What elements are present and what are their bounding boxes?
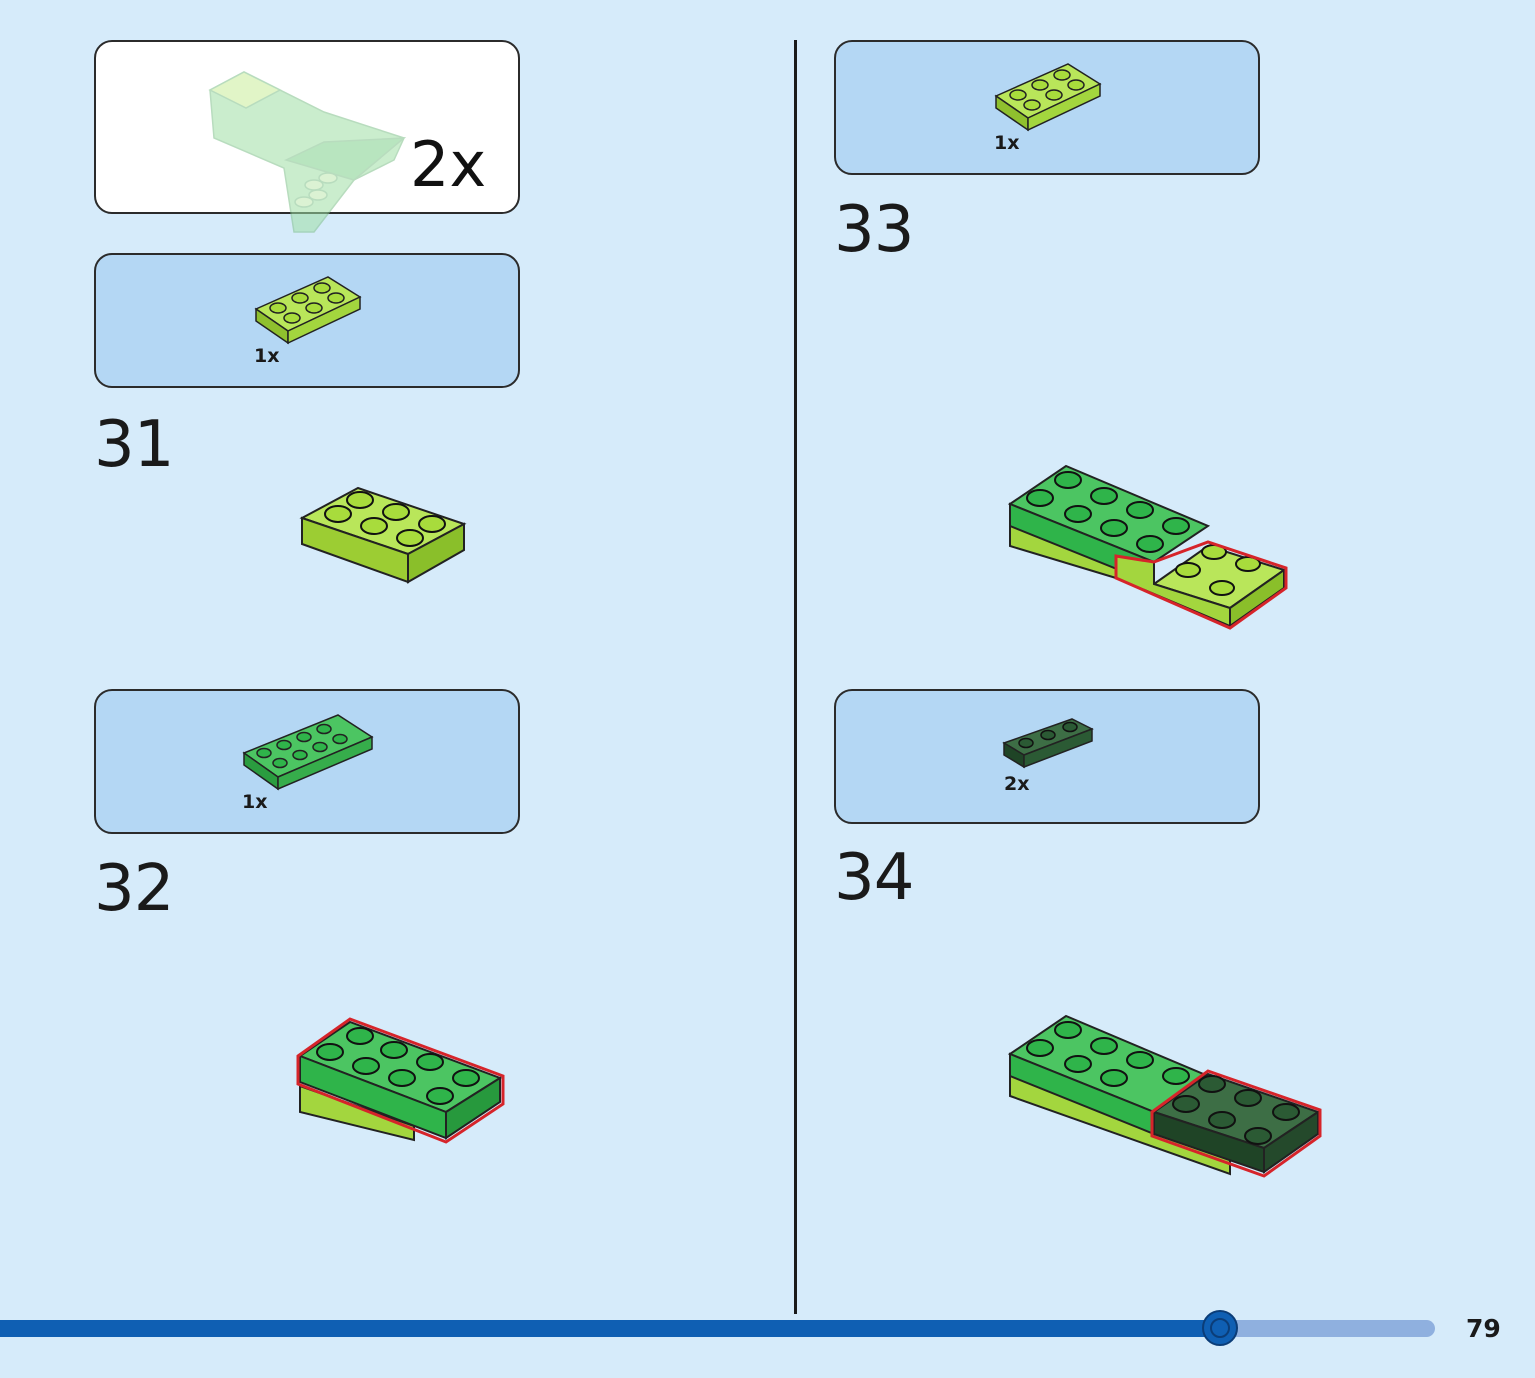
parts-callout-step-31: 1x bbox=[94, 253, 520, 388]
parts-quantity: 1x bbox=[242, 791, 268, 813]
subassembly-multiplier: 2x bbox=[410, 128, 487, 201]
lime-plate-2x3-icon bbox=[994, 63, 1102, 132]
parts-quantity: 1x bbox=[994, 132, 1020, 154]
step-number: 34 bbox=[834, 841, 914, 915]
green-plate-2x4-icon bbox=[242, 714, 374, 791]
step-number: 31 bbox=[94, 408, 174, 482]
progress-fill bbox=[0, 1320, 1220, 1337]
parts-callout-step-33: 1x bbox=[834, 40, 1260, 175]
progress-indicator-knob bbox=[1202, 1310, 1238, 1346]
dark-green-plate-1x3-icon bbox=[1002, 718, 1094, 769]
page-number: 79 bbox=[1466, 1314, 1501, 1343]
subassembly-ghost-model bbox=[208, 71, 407, 233]
column-divider bbox=[794, 40, 797, 1314]
step-31-model-illustration bbox=[299, 486, 467, 584]
subassembly-callout: 2x bbox=[94, 40, 520, 233]
parts-callout-step-34: 2x bbox=[834, 689, 1260, 824]
parts-callout-step-32: 1x bbox=[94, 689, 520, 834]
step-32-model-illustration bbox=[296, 1017, 505, 1144]
step-number: 32 bbox=[94, 852, 174, 926]
lime-plate-2x3-icon bbox=[254, 276, 362, 345]
parts-quantity: 1x bbox=[254, 345, 280, 367]
step-34-model-illustration bbox=[1007, 1014, 1322, 1178]
step-number: 33 bbox=[834, 193, 914, 267]
parts-quantity: 2x bbox=[1004, 773, 1030, 795]
step-33-model-illustration bbox=[1007, 464, 1288, 630]
